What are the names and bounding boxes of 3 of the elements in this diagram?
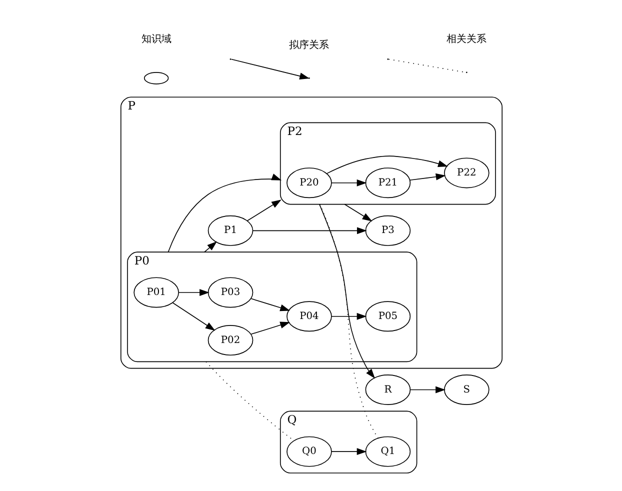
legend-label: 知识域 [140,34,171,45]
legend-label: 相关关系 [446,34,486,45]
legend-label: 拟序关系 [288,40,329,51]
